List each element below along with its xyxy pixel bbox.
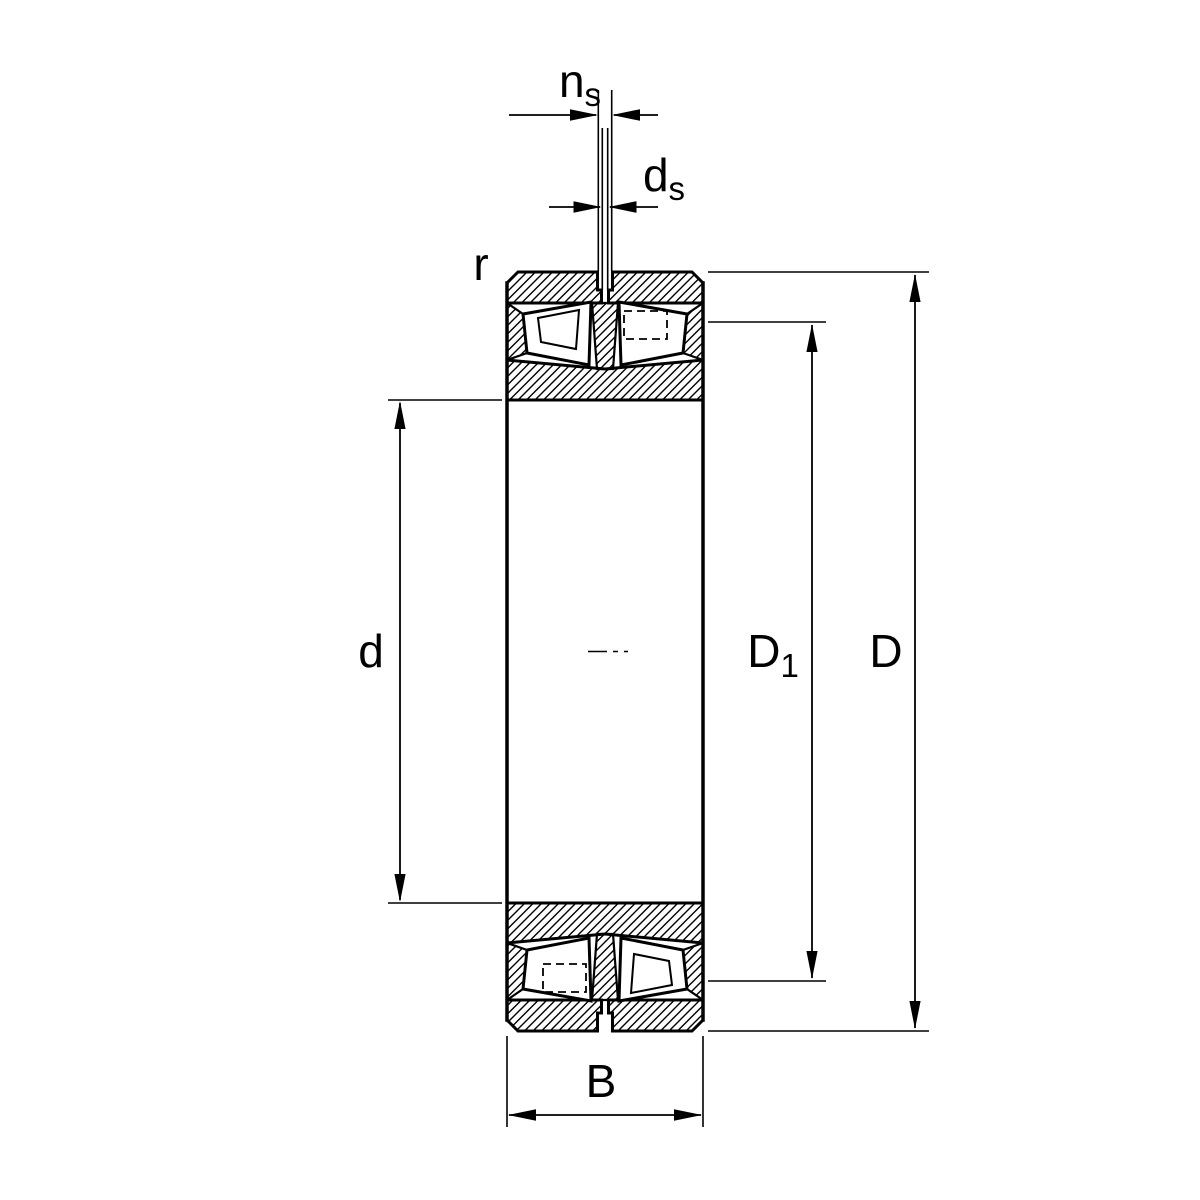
label-D: D bbox=[869, 625, 902, 677]
roller-upper-right bbox=[617, 300, 689, 367]
roller-lower-right bbox=[617, 936, 689, 1003]
dimension-d: d bbox=[358, 399, 502, 904]
roller-upper-left bbox=[521, 300, 593, 367]
dimension-B: B bbox=[506, 1036, 704, 1127]
roller-upper-left-face bbox=[536, 308, 581, 351]
outer-ring-lower bbox=[505, 998, 705, 1033]
roller-row-lower bbox=[521, 936, 689, 1003]
roller-lower-left-hidden-edge bbox=[542, 963, 587, 993]
lubrication-feature-lines bbox=[597, 90, 613, 290]
d-arrow-bottom bbox=[394, 874, 406, 902]
upper-center-rib bbox=[590, 301, 620, 371]
dimension-D: D bbox=[708, 271, 929, 1032]
outer-ring-lower-left bbox=[505, 998, 603, 1033]
ns-arrow-left bbox=[570, 109, 598, 121]
dimension-D1: D1 bbox=[708, 321, 826, 982]
label-B: B bbox=[586, 1055, 617, 1107]
ds-arrow-left bbox=[573, 201, 602, 213]
D-arrow-bottom bbox=[909, 1001, 921, 1029]
label-d: d bbox=[358, 625, 384, 677]
lower-center-rib bbox=[590, 932, 620, 1002]
D1-arrow-top bbox=[806, 324, 818, 352]
dimension-ds: ds bbox=[549, 149, 685, 213]
outer-ring-lower-right bbox=[607, 998, 705, 1033]
roller-row-upper bbox=[521, 300, 689, 367]
label-ds: ds bbox=[643, 149, 685, 207]
label-r: r bbox=[473, 238, 488, 290]
D-arrow-top bbox=[909, 274, 921, 302]
outer-ring-upper-left bbox=[505, 270, 603, 305]
B-arrow-right bbox=[674, 1109, 702, 1121]
B-arrow-left bbox=[508, 1109, 536, 1121]
dimension-ns: ns bbox=[509, 55, 658, 121]
label-ns: ns bbox=[559, 55, 601, 113]
ns-arrow-right bbox=[612, 109, 640, 121]
ds-arrow-right bbox=[608, 201, 637, 213]
roller-lower-left bbox=[521, 936, 593, 1003]
bearing-side-faces bbox=[505, 281, 705, 1022]
outer-ring-upper-right bbox=[607, 270, 705, 305]
D1-arrow-bottom bbox=[806, 951, 818, 979]
d-arrow-top bbox=[394, 401, 406, 429]
roller-upper-right-hidden-edge bbox=[623, 310, 668, 340]
label-D1: D1 bbox=[747, 625, 799, 684]
roller-lower-right-face bbox=[629, 952, 674, 995]
